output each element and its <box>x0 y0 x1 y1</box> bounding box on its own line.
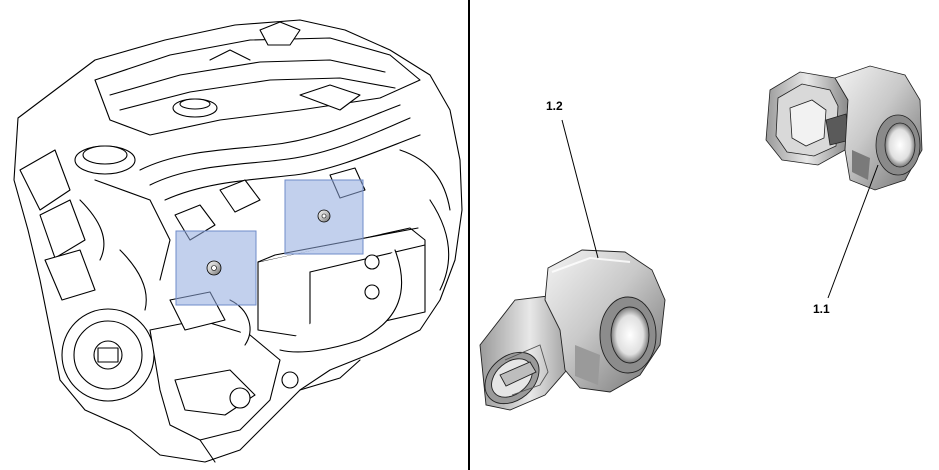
callout-leader-1-2 <box>561 119 599 259</box>
knock-sensor-1-1 <box>765 65 923 191</box>
knock-sensor-1-2 <box>479 249 666 411</box>
callout-label-1-1: 1.1 <box>813 302 830 316</box>
callout-label-1-2: 1.2 <box>546 99 563 113</box>
sensor-location-highlights <box>175 179 364 306</box>
callout-1-2: 1.2 <box>546 99 599 259</box>
sensor-mark-lower <box>206 260 222 276</box>
engine-illustration <box>13 19 463 463</box>
sensor-mark-upper <box>317 209 331 223</box>
callout-leader-1-1 <box>827 164 879 299</box>
callout-1-1: 1.1 <box>813 164 879 316</box>
